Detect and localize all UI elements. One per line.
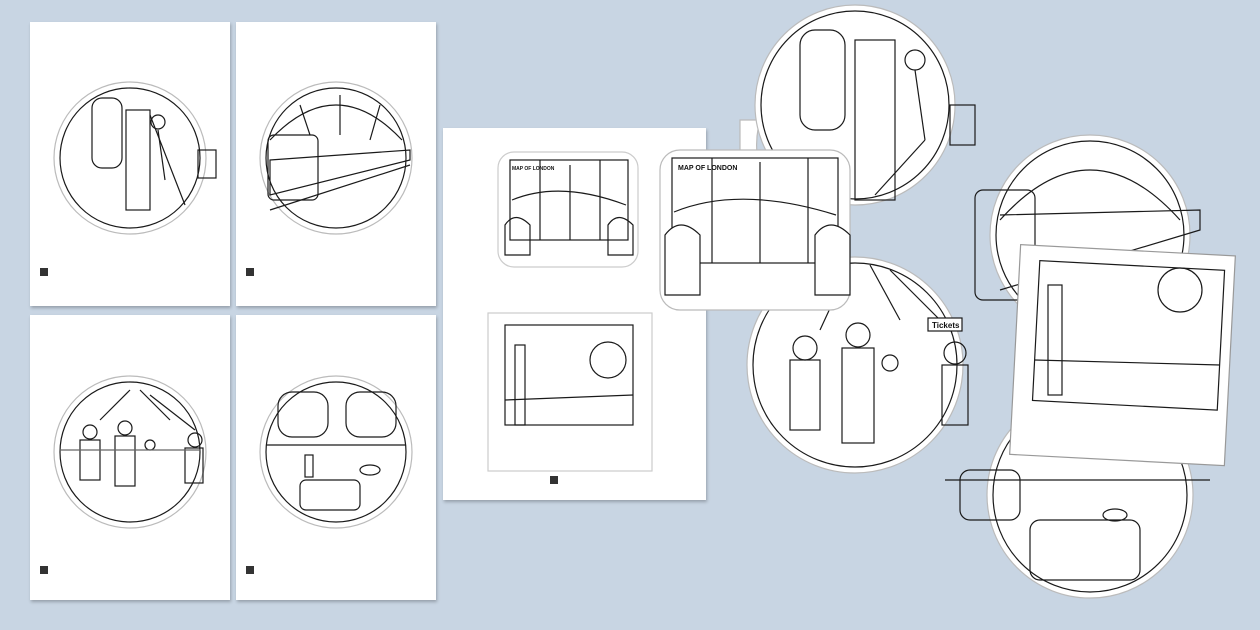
passengers-scene [53,375,207,529]
qr-code-icon [40,268,48,276]
qr-code-icon [40,566,48,574]
skyline-card [487,312,653,472]
worksheet-train-door [30,22,230,306]
qr-codes [40,268,558,574]
qr-code-icon [246,268,254,276]
map-title: MAP OF LONDON [678,165,737,172]
worksheet-passengers [30,315,230,600]
tickets-sign: Tickets [932,321,960,330]
cutout-skyline-card [1009,244,1236,467]
worksheet-seats [236,315,436,600]
map-cutout-small [497,151,639,268]
train-platform-scene [259,81,413,235]
qr-code-icon [246,566,254,574]
map-title-small: MAP OF LONDON [512,166,555,172]
qr-code-icon [550,476,558,484]
cutout-map [659,149,851,311]
train-door-scene [53,81,217,235]
worksheet-train-platform [236,22,436,306]
seats-scene [259,375,413,529]
